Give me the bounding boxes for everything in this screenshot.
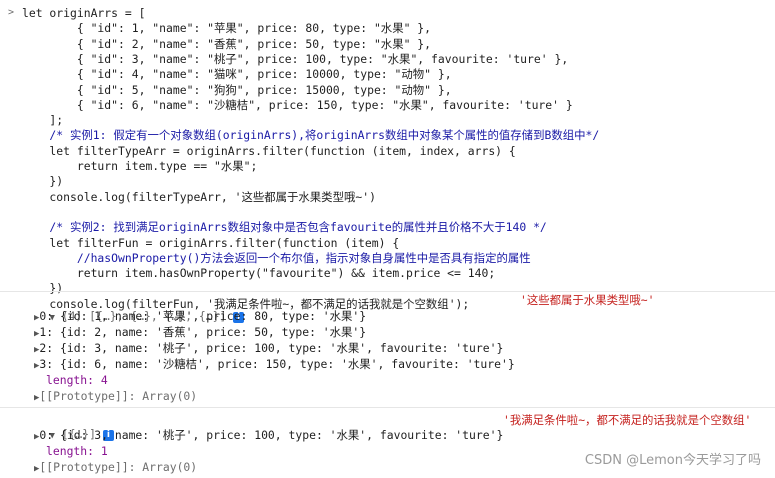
array-item-text: 1: {id: 2, name: '香蕉', price: 50, type: … <box>39 325 367 339</box>
array-item-text: 0: {id: 3, name: '桃子', price: 100, type:… <box>39 428 504 442</box>
divider <box>0 407 775 408</box>
array-item-text: 3: {id: 6, name: '沙糖桔', price: 150, type… <box>39 357 515 371</box>
array-item[interactable]: ▶0: {id: 1, name: '苹果', price: 80, type:… <box>34 308 366 324</box>
code-line: ]; <box>22 113 64 128</box>
code-line: //hasOwnProperty()方法会返回一个布尔值，指示对象自身属性中是否… <box>22 250 531 265</box>
code-line: }) <box>22 174 64 189</box>
divider <box>0 291 775 292</box>
code-line: let originArrs = [ <box>22 6 146 20</box>
prototype-row[interactable]: ▶[[Prototype]]: Array(0) <box>34 460 198 474</box>
array-item[interactable]: ▶1: {id: 2, name: '香蕉', price: 50, type:… <box>34 324 366 340</box>
code-line: /* 实例1: 假定有一个对象数组(originArrs),将originArr… <box>22 128 600 143</box>
array-header-2[interactable]: ▼ [{…}] i <box>22 410 114 441</box>
code-line: { "id": 1, "name": "苹果", price: 80, type… <box>22 21 432 36</box>
length-prop: length: 1 <box>46 444 108 458</box>
code-line: console.log(filterFun, '我满足条件啦~，都不满足的话我就… <box>22 296 470 311</box>
code-line: { "id": 6, "name": "沙糖桔", price: 150, ty… <box>22 97 573 112</box>
console-prompt-icon: > <box>8 7 15 18</box>
expand-arrow-icon[interactable]: ▶ <box>34 464 40 474</box>
expand-arrow-icon[interactable]: ▶ <box>34 313 40 323</box>
code-line: let filterTypeArr = originArrs.filter(fu… <box>22 143 516 158</box>
code-line: { "id": 3, "name": "桃子", price: 100, typ… <box>22 51 569 66</box>
expand-arrow-icon[interactable]: ▶ <box>34 432 40 442</box>
log-message-2: '我满足条件啦~，都不满足的话我就是个空数组' <box>503 413 752 427</box>
code-line: /* 实例2: 找到满足originArrs数组对象中是否包含favourite… <box>22 220 547 235</box>
expand-arrow-icon[interactable]: ▼ <box>49 313 55 323</box>
length-prop: length: 4 <box>46 373 108 387</box>
log-message-1: '这些都属于水果类型哦~' <box>520 293 655 307</box>
array-item-text: 0: {id: 1, name: '苹果', price: 80, type: … <box>39 309 367 323</box>
prototype-row[interactable]: ▶[[Prototype]]: Array(0) <box>34 389 198 403</box>
code-line: return item.hasOwnProperty("favourite") … <box>22 266 496 281</box>
array-item-text: 2: {id: 3, name: '桃子', price: 100, type:… <box>39 341 504 355</box>
array-item[interactable]: ▶3: {id: 6, name: '沙糖桔', price: 150, typ… <box>34 356 515 372</box>
code-line: let filterFun = originArrs.filter(functi… <box>22 235 400 250</box>
info-icon[interactable]: i <box>233 312 245 323</box>
code-line: { "id": 4, "name": "猫咪", price: 10000, t… <box>22 67 452 82</box>
code-line: { "id": 5, "name": "狗狗", price: 15000, t… <box>22 82 452 97</box>
array-item[interactable]: ▶0: {id: 3, name: '桃子', price: 100, type… <box>34 427 503 443</box>
code-line: { "id": 2, "name": "香蕉", price: 50, type… <box>22 36 432 51</box>
watermark: CSDN @Lemon今天学习了吗 <box>584 453 761 468</box>
expand-arrow-icon[interactable]: ▶ <box>34 345 40 355</box>
code-line: console.log(filterTypeArr, '这些都属于水果类型哦~'… <box>22 189 376 204</box>
array-item[interactable]: ▶2: {id: 3, name: '桃子', price: 100, type… <box>34 340 503 356</box>
code-line: return item.type == "水果"; <box>22 159 258 173</box>
expand-arrow-icon[interactable]: ▶ <box>34 361 40 371</box>
expand-arrow-icon[interactable]: ▶ <box>34 393 40 403</box>
expand-arrow-icon[interactable]: ▼ <box>49 431 55 441</box>
expand-arrow-icon[interactable]: ▶ <box>34 329 40 339</box>
array-header-1[interactable]: ▼ (4) [{…}, {…}, {…}, {…}] i <box>22 292 245 323</box>
info-icon[interactable]: i <box>102 430 114 441</box>
